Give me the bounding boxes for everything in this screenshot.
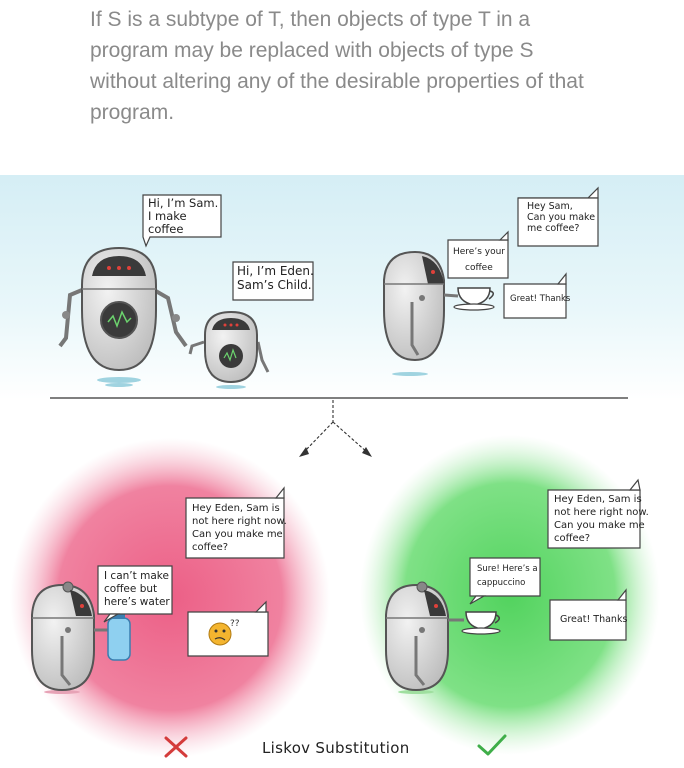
principle-line: program may be replaced with objects of … — [90, 39, 534, 62]
bubble-serve — [447, 239, 509, 279]
bubble-request-good — [547, 489, 641, 549]
liskov-illustration: ?? Hi, I’m Sam. I make coffee Hi, I’m Ed… — [0, 160, 684, 768]
principle-line: If S is a subtype of T, then objects of … — [90, 8, 531, 31]
robot-eden-water — [31, 581, 131, 694]
arrow-left-head — [299, 447, 309, 457]
caption: Liskov Substitution — [262, 739, 410, 757]
bubble-reply-bad-text: I can’t make coffee but here’s water — [104, 570, 170, 608]
confused-face-icon: ?? — [208, 619, 240, 646]
bubble-serve-text: Here’s your coffee — [453, 247, 505, 273]
bubble-sam — [142, 194, 222, 248]
robot-eden-cappuccino — [385, 581, 501, 694]
robot-sam — [58, 246, 188, 387]
bubble-thanks-top — [503, 283, 567, 319]
bubble-reply-good — [469, 557, 541, 597]
robot-eden — [188, 310, 270, 389]
bubble-request-good-text: Hey Eden, Sam is not here right now. Can… — [554, 494, 649, 544]
arrow-left — [302, 421, 334, 454]
bubble-sam-text: Hi, I’m Sam. I make coffee — [148, 196, 219, 237]
bubble-eden-text: Hi, I’m Eden. Sam’s Child. — [237, 264, 314, 292]
bubble-reply-bad — [97, 565, 173, 615]
bubble-thanks-good — [549, 599, 627, 641]
bubble-thanks-top-text: Great! Thanks — [510, 294, 571, 304]
arrow-right — [332, 421, 369, 454]
principle-quote: If S is a subtype of T, then objects of … — [90, 4, 650, 128]
check-icon — [477, 734, 507, 756]
bubble-request-bad-text: Hey Eden, Sam is not here right now. Can… — [192, 503, 287, 553]
bubble-reply-good-text: Sure! Here’s a cappuccino — [477, 564, 538, 588]
principle-line: program. — [90, 101, 175, 124]
cross-icon — [164, 736, 188, 758]
bubble-eden — [232, 261, 314, 301]
svg-text:??: ?? — [230, 619, 240, 629]
bubble-request-top-text: Hey Sam, Can you make me coffee? — [527, 201, 596, 234]
speech-bubbles — [97, 186, 641, 657]
bubble-request-bad — [185, 497, 285, 559]
robot-sam-serving — [383, 250, 495, 376]
illustration-graphics: ?? — [0, 175, 684, 758]
bubble-thanks-good-text: Great! Thanks — [560, 614, 628, 625]
arrow-right-head — [362, 447, 372, 457]
principle-line: without altering any of the desirable pr… — [90, 70, 584, 93]
